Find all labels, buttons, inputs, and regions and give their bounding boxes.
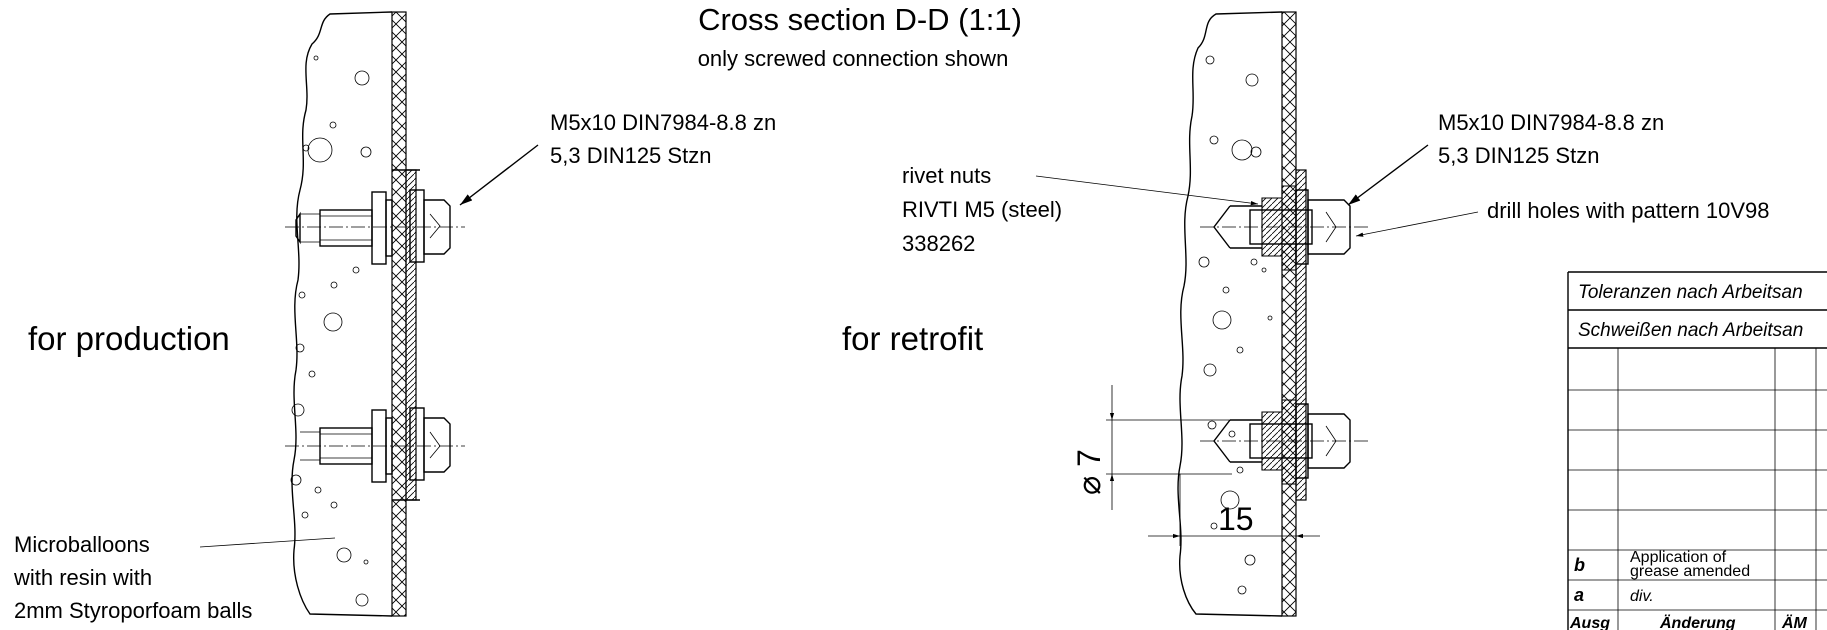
right-cross-section [1177,11,1368,617]
right-screw-callout-2: 5,3 DIN125 Stzn [1438,143,1599,168]
length-dimension [1148,474,1320,546]
rivet-callout-3: 338262 [902,231,975,256]
fill-callout-3: 2mm Styroporfoam balls [14,598,252,623]
fill-leader [199,537,336,548]
right-screw-callout-1: M5x10 DIN7984-8.8 zn [1438,110,1664,135]
rivet-callout-2: RIVTI M5 (steel) [902,197,1062,222]
right-screw-leader [1347,144,1429,206]
col-ausg: Ausg [1569,615,1610,630]
fill-callout-1: Microballoons [14,532,150,557]
right-bracket-plate [1295,169,1307,501]
left-skin-hatch [391,11,407,617]
left-foam-balls [290,55,372,607]
diameter-dimension [1106,385,1232,510]
rev-b-line1: Application of [1630,549,1727,566]
left-view-label: for production [28,320,230,357]
rev-a-text: div. [1630,588,1654,605]
length-value: 15 [1218,501,1254,537]
left-screw-callout-2: 5,3 DIN125 Stzn [550,143,711,168]
drill-leader [1355,211,1479,237]
drawing-subtitle: only screwed connection shown [698,46,1009,71]
rev-b-code: b [1574,555,1585,575]
right-upper-fastener [1200,185,1368,271]
rivet-callout-1: rivet nuts [902,163,991,188]
tolerances-note: Toleranzen nach Arbeitsan [1578,282,1803,303]
left-lower-bolt [285,407,465,483]
left-screw-leader [459,144,539,206]
right-lower-fastener [1200,399,1368,485]
left-upper-bolt [285,189,465,265]
fill-callout-2: with resin with [13,565,152,590]
right-view-label: for retrofit [842,320,983,357]
left-cross-section [285,11,465,617]
welding-note: Schweißen nach Arbeitsan [1578,320,1803,341]
title-block [1567,271,1827,630]
drill-callout: drill holes with pattern 10V98 [1487,198,1770,223]
rev-b-line2: grease amended [1630,563,1750,580]
rivet-leader [1035,175,1259,206]
left-bracket-plate [405,169,417,501]
right-foam-balls [1198,55,1273,595]
left-screw-callout-1: M5x10 DIN7984-8.8 zn [550,110,776,135]
col-aenderung: Änderung [1659,614,1736,630]
drawing-title: Cross section D-D (1:1) [698,2,1022,37]
col-aem: ÄM [1781,614,1808,630]
diameter-value: ⌀ 7 [1071,449,1107,495]
rev-a-code: a [1574,585,1584,605]
right-skin-hatch [1281,11,1297,617]
